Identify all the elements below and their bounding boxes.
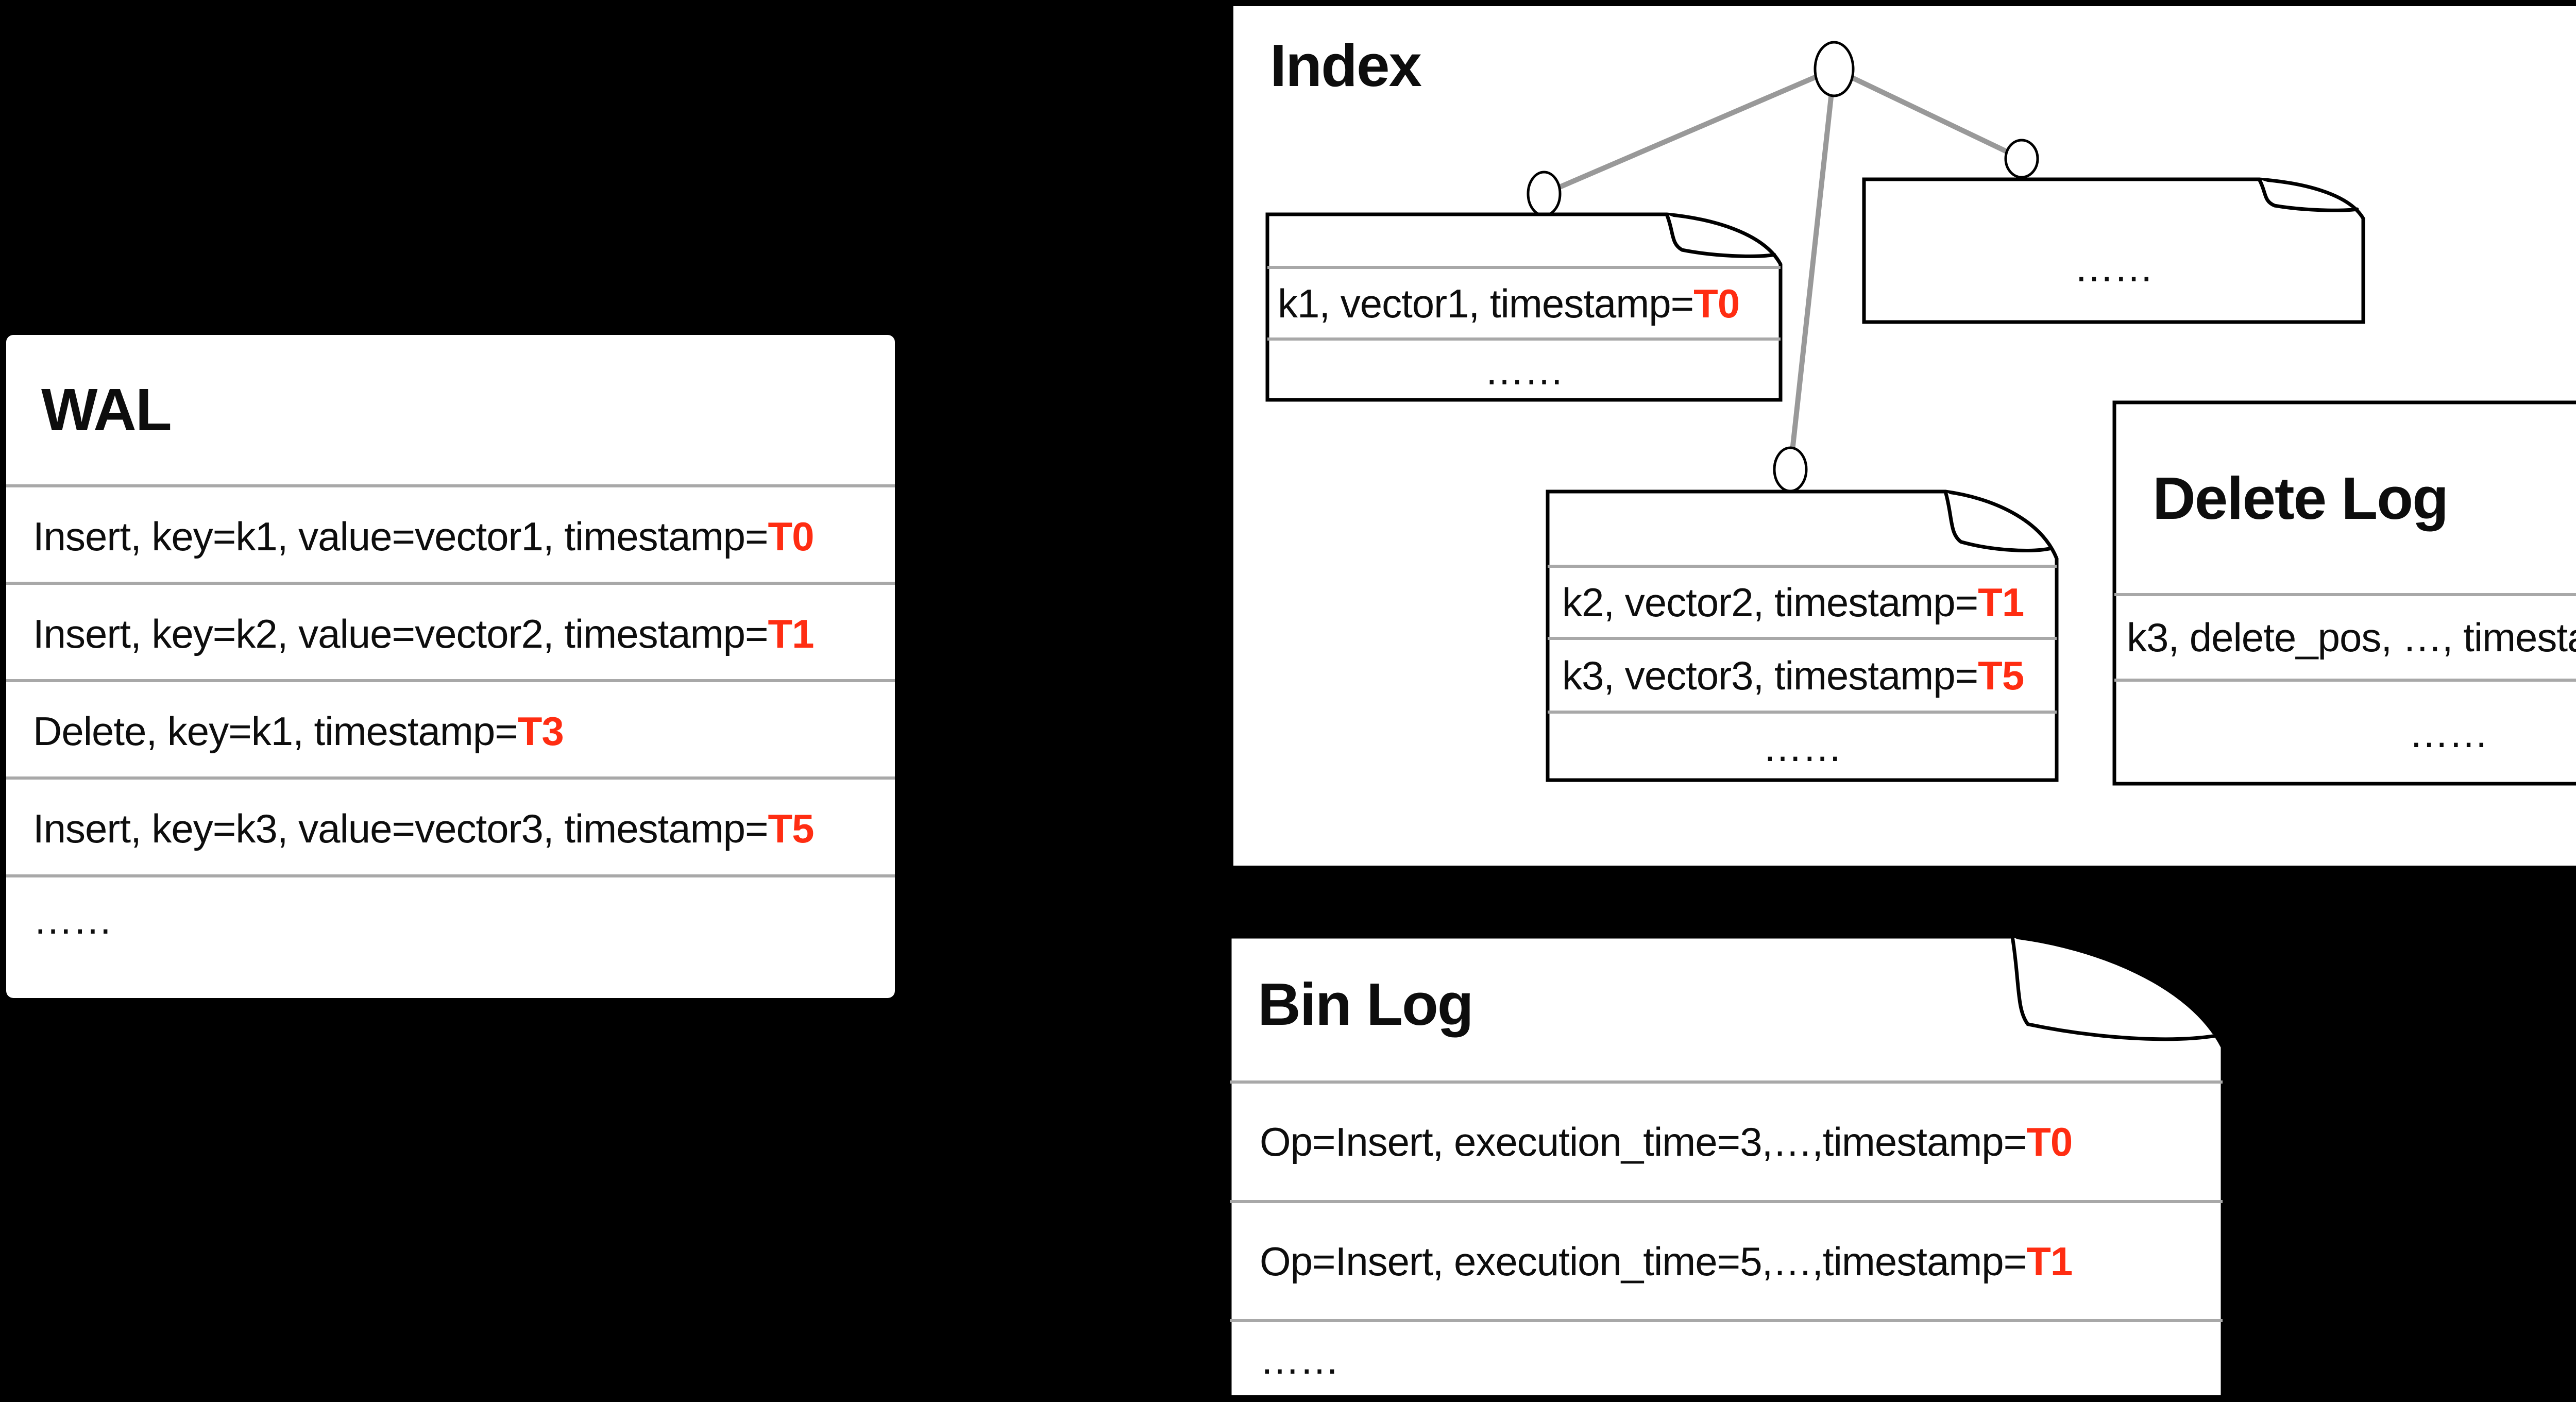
document-shape [1228, 935, 2225, 1399]
wal-entry: Insert, key=k1, value=vector1, timestamp… [6, 484, 895, 585]
timestamp-value: T5 [1978, 652, 2024, 698]
wal-more-row: …… [6, 874, 895, 1001]
segment-entry: k1, vector1, timestamp=T0 [1278, 280, 1740, 326]
ellipsis: …… [1762, 724, 1842, 770]
tree-node [1773, 446, 1808, 493]
tree-node-root [1814, 41, 1855, 97]
timestamp-value: T0 [2026, 1119, 2073, 1164]
index-segment-doc-k2k3: k2, vector2, timestamp=T1 k3, vector3, t… [1546, 489, 2059, 782]
bin-log-entry: Op=Insert, execution_time=3,…,timestamp=… [1260, 1119, 2073, 1164]
wal-entry: Insert, key=k3, value=vector3, timestamp… [6, 776, 895, 877]
timestamp-value: T5 [768, 806, 815, 851]
wal-entry: Delete, key=k1, timestamp=T3 [6, 679, 895, 780]
timestamp-value: T1 [1978, 580, 2024, 625]
wal-box: WAL Insert, key=k1, value=vector1, times… [6, 335, 895, 998]
document-shape [2112, 400, 2576, 786]
ellipsis: …… [33, 897, 113, 942]
bin-log-title: Bin Log [1258, 971, 1474, 1038]
segment-entry: k3, vector3, timestamp=T5 [1562, 652, 2024, 698]
timestamp-value: T0 [768, 513, 815, 559]
ellipsis: …… [2409, 710, 2489, 756]
delete-log-doc: Delete Log k3, delete_pos, …, timestamp=… [2112, 400, 2576, 786]
delete-log-entry: k3, delete_pos, …, timestamp=T3 [2127, 615, 2576, 660]
document-shape [1265, 212, 1783, 402]
bin-log-more-row: …… [1228, 1321, 2225, 1399]
timestamp-value: T0 [1693, 280, 1740, 326]
segment-more-row: …… [1862, 210, 2365, 324]
tree-node [2004, 139, 2039, 179]
tree-node [1527, 171, 1562, 217]
tree-edge [1788, 69, 1837, 470]
ellipsis: …… [2074, 244, 2154, 290]
timestamp-value: T1 [768, 611, 815, 656]
delete-log-more-row: …… [2112, 680, 2576, 786]
wal-entry: Insert, key=k2, value=vector2, timestamp… [6, 582, 895, 682]
bin-log-entry: Op=Insert, execution_time=5,…,timestamp=… [1260, 1238, 2073, 1284]
index-segment-doc-k1: k1, vector1, timestamp=T0 …… [1265, 212, 1783, 402]
document-shape [1546, 489, 2059, 782]
timestamp-value: T3 [517, 708, 564, 754]
segment-more-row: …… [1546, 712, 2059, 782]
wal-title: WAL [41, 376, 172, 443]
index-segment-doc-more: …… [1862, 177, 2365, 324]
ellipsis: …… [1484, 348, 1564, 393]
tree-edge [1833, 66, 2023, 161]
index-title: Index [1270, 32, 1422, 99]
segment-entry: k2, vector2, timestamp=T1 [1562, 580, 2024, 625]
timestamp-value: T1 [2026, 1238, 2073, 1284]
bin-log-doc: Bin Log Op=Insert, execution_time=3,…,ti… [1228, 935, 2225, 1399]
tree-edge [1543, 66, 1835, 196]
delete-log-title: Delete Log [2153, 465, 2449, 532]
segment-more-row: …… [1265, 339, 1783, 402]
document-shape [1862, 177, 2365, 324]
ellipsis: …… [1260, 1337, 1340, 1382]
